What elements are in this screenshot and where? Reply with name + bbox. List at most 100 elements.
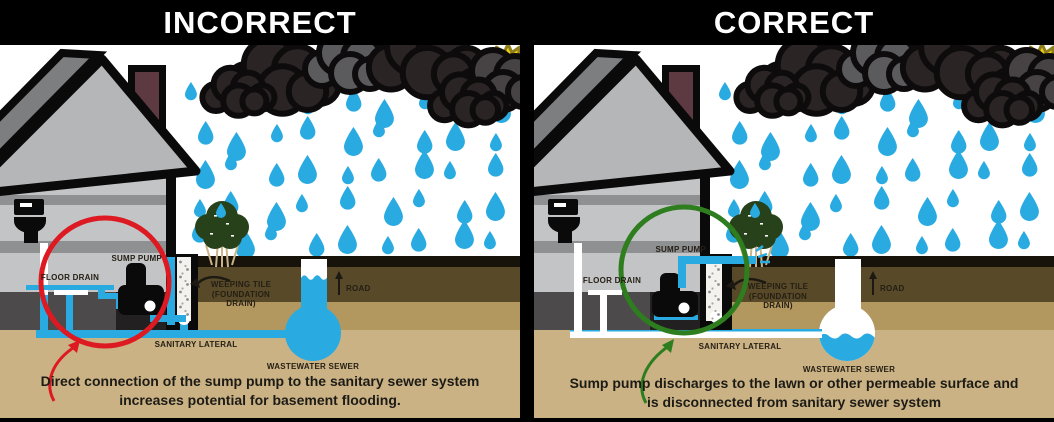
sanitary-lateral-pipe <box>36 330 288 338</box>
pit-inflow-1 <box>98 286 105 299</box>
raindrop-icon <box>1018 231 1030 250</box>
weeping-tile-gravel <box>179 260 189 320</box>
incorrect-diagram <box>0 45 520 418</box>
foundation-wall <box>166 175 176 330</box>
floor-drain-grate <box>588 290 622 295</box>
raindrop-icon <box>236 230 255 260</box>
raindrop-icon <box>1022 153 1038 177</box>
floor-drain-pipe <box>600 295 607 332</box>
floor-drain-grate <box>54 290 88 295</box>
weeping-tile-arrow <box>190 275 231 288</box>
raindrop-icon <box>728 199 740 218</box>
raindrop-icon <box>730 160 749 190</box>
raindrop-icon <box>296 194 308 213</box>
road-arrow <box>335 271 343 295</box>
raindrop-icon <box>457 200 473 224</box>
sump-pump-icon <box>118 263 164 315</box>
foundation-wall <box>700 175 710 330</box>
raindrop-icon <box>196 160 215 190</box>
raindrop-icon <box>384 197 403 227</box>
basement-flood-water <box>26 285 114 290</box>
floor-drain-pipe <box>66 295 73 331</box>
raindrop-icon <box>978 161 990 180</box>
roof <box>534 54 735 196</box>
raindrop-icon <box>490 133 502 152</box>
raindrop-icon <box>876 166 888 185</box>
weeping-tile-strip <box>706 257 722 321</box>
raindrop-icon <box>382 236 394 255</box>
raindrop-icon <box>918 197 937 227</box>
soil-stack <box>574 243 582 335</box>
correct-highlight-circle <box>618 204 750 336</box>
raindrop-icon <box>340 186 356 210</box>
raindrop-icon <box>805 124 817 143</box>
raindrop-icon <box>269 163 285 187</box>
incorrect-highlight-circle <box>38 215 172 349</box>
toilet-icon <box>548 199 580 243</box>
clouds-layer <box>199 45 520 129</box>
panel-correct-titlebar: CORRECT <box>534 0 1054 45</box>
raindrop-icon <box>947 189 959 208</box>
raindrop-icon <box>455 220 474 250</box>
pit-inflow-2 <box>98 293 123 299</box>
label-road: ROAD <box>346 284 371 293</box>
raindrop-icon <box>830 194 842 213</box>
weeping-tile-pipe <box>167 257 175 325</box>
sump-pit-water <box>654 315 698 320</box>
raindrop-icon <box>949 150 968 180</box>
raindrop-icon <box>484 231 496 250</box>
cloud-icon <box>733 64 812 119</box>
raindrop-icon <box>265 222 277 241</box>
raindrop-icon <box>843 233 859 257</box>
clouds-layer <box>733 45 1054 129</box>
panel-correct-scene: SUMP PUMP FLOOR DRAIN WEEPING TILE (FOUN… <box>534 45 1054 418</box>
raindrop-icon <box>415 150 434 180</box>
raindrop-icon <box>945 228 961 252</box>
sump-discharge-riser <box>678 258 686 288</box>
raindrop-icon <box>951 130 967 154</box>
panel-incorrect-titlebar: INCORRECT <box>0 0 520 45</box>
raindrop-icon <box>198 121 214 145</box>
discharge-splash <box>755 244 770 264</box>
label-floor-drain: FLOOR DRAIN <box>40 273 100 282</box>
sanitary-lateral-pipe <box>570 331 822 338</box>
raindrop-icon <box>271 124 283 143</box>
label-sanitary-lateral: SANITARY LATERAL <box>698 342 782 351</box>
wastewater-sewer-full <box>285 305 341 361</box>
roof-back <box>534 48 642 161</box>
raindrop-icon <box>185 82 197 101</box>
label-sump-pump: SUMP PUMP <box>111 254 162 263</box>
road-surface <box>534 256 1054 267</box>
bush-icon <box>195 201 249 268</box>
panel-incorrect: INCORRECT <box>0 0 520 418</box>
raindrop-icon <box>1020 192 1039 222</box>
raindrop-icon <box>732 121 748 145</box>
panel-incorrect-title: INCORRECT <box>163 4 357 40</box>
panel-incorrect-scene: SUMP PUMP FLOOR DRAIN WEEPING TILE (FOUN… <box>0 45 520 418</box>
raindrop-icon <box>344 127 363 157</box>
incorrect-caption: Direct connection of the sump pump to th… <box>40 373 480 408</box>
raindrop-icon <box>346 88 362 112</box>
raindrop-icon <box>878 127 897 157</box>
raindrop-icon <box>759 152 771 171</box>
raindrop-icon <box>880 88 896 112</box>
cloud-icon <box>961 71 1044 129</box>
incorrect-callout-arrow <box>48 340 80 402</box>
raindrop-icon <box>486 192 505 222</box>
raindrop-icon <box>309 233 325 257</box>
label-sump-pump: SUMP PUMP <box>655 245 706 254</box>
raindrop-icon <box>194 199 206 218</box>
manhole-backup-water <box>301 275 327 309</box>
raindrop-icon <box>338 225 357 255</box>
raindrop-icon <box>300 116 316 140</box>
sump-discharge-to-sewer <box>150 315 186 322</box>
raindrop-icon <box>834 116 850 140</box>
panel-correct: CORRECT <box>534 0 1054 418</box>
label-wastewater-sewer: WASTEWATER SEWER <box>266 362 360 371</box>
raindrop-icon <box>991 200 1007 224</box>
weeping-outlet-pipe <box>180 319 188 335</box>
raindrop-icon <box>989 220 1008 250</box>
raindrop-icon <box>907 119 919 138</box>
raindrop-icon <box>373 119 385 138</box>
